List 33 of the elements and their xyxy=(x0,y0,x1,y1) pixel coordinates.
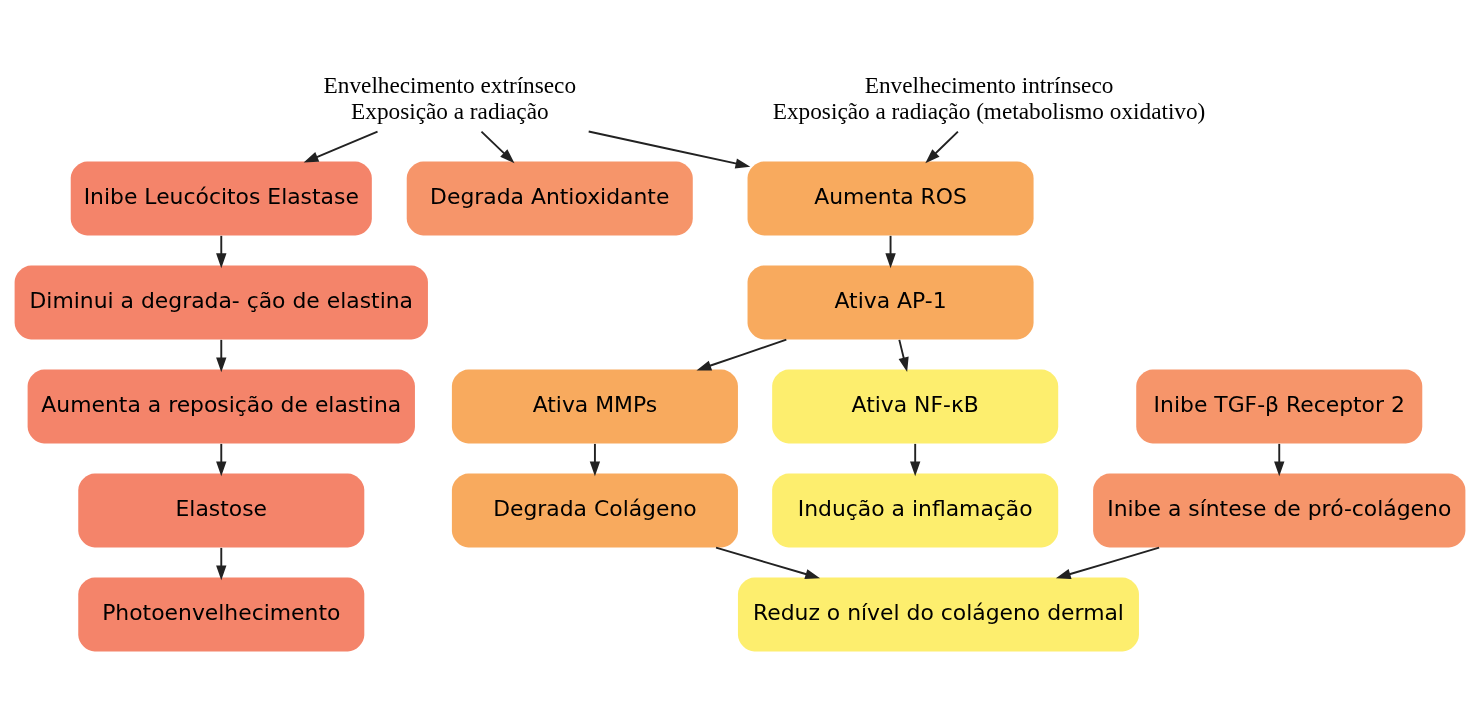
arrow xyxy=(480,130,515,164)
node-box: Ativa AP-1 xyxy=(747,265,1034,340)
node-box: Elastose xyxy=(78,473,365,548)
node-box: Aumenta ROS xyxy=(747,161,1034,236)
node-text: Envelhecimento extrínseco Exposição a radiação xyxy=(323,71,577,124)
arrow xyxy=(587,130,751,169)
node-text: Envelhecimento intrínseco Exposição a radiação (metabolismo oxidativo) xyxy=(772,71,1206,124)
arrow xyxy=(216,546,227,581)
node-box: Reduz o nível do colágeno dermal xyxy=(737,577,1139,652)
node-box: Aumenta a reposição de elastina xyxy=(27,369,415,444)
arrow xyxy=(1055,546,1161,580)
node-box: Inibe TGF-β Receptor 2 xyxy=(1136,369,1423,444)
node-box: Degrada Colágeno xyxy=(451,473,738,548)
node-box: Ativa NF-κB xyxy=(772,369,1059,444)
arrow xyxy=(696,338,788,371)
arrow xyxy=(885,234,896,269)
arrow xyxy=(910,442,921,477)
node-box: Inibe a síntese de pró-colágeno xyxy=(1093,473,1466,548)
node-box: Degrada Antioxidante xyxy=(406,161,693,236)
node-box: Indução a inflamação xyxy=(772,473,1059,548)
arrow xyxy=(898,338,909,373)
arrow xyxy=(715,546,821,580)
arrow xyxy=(1274,442,1285,477)
arrow xyxy=(589,442,601,477)
arrow xyxy=(216,234,227,269)
arrow xyxy=(216,442,227,477)
node-box: Ativa MMPs xyxy=(451,369,738,444)
arrow xyxy=(925,130,959,164)
node-box: Inibe Leucócitos Elastase xyxy=(70,161,372,236)
node-box: Photoenvelhecimento xyxy=(78,577,365,652)
arrow xyxy=(303,130,379,163)
arrow xyxy=(216,338,227,373)
node-box: Diminui a degrada- ção de elastina xyxy=(14,265,428,340)
